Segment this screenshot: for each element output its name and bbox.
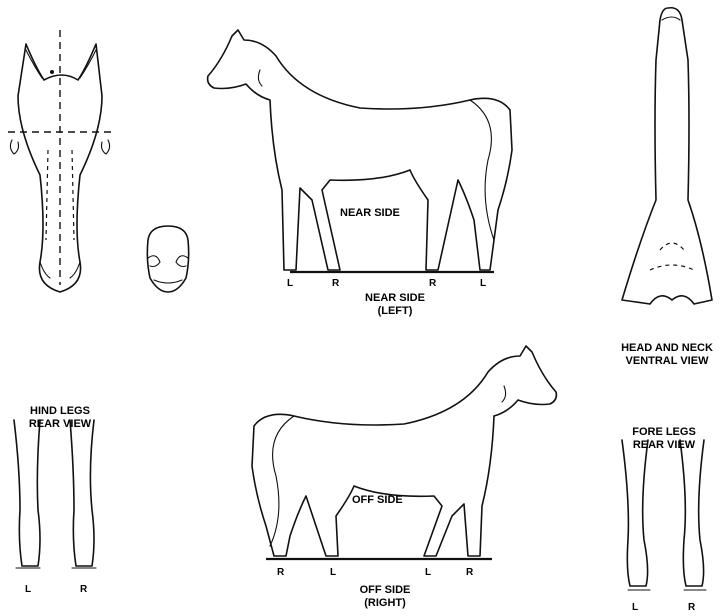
hind-legs-caption-line1: HIND LEGS xyxy=(10,405,110,418)
near-side-caption-line1: NEAR SIDE xyxy=(350,292,440,305)
hind-legs-rear-view xyxy=(14,420,96,568)
hind-legs-foot-left: L xyxy=(25,583,31,596)
near-side-foot-2: R xyxy=(332,277,339,290)
near-side-caption-line2: (LEFT) xyxy=(350,305,440,318)
fore-legs-foot-right: R xyxy=(688,601,695,614)
near-side-foot-1: L xyxy=(287,277,293,290)
off-side-foot-2: L xyxy=(330,566,336,579)
fore-legs-caption-line2: REAR VIEW xyxy=(614,439,714,452)
off-side-foot-4: R xyxy=(466,566,473,579)
off-side-body-label: OFF SIDE xyxy=(352,494,403,507)
muzzle-front-view xyxy=(147,226,188,292)
hind-legs-foot-right: R xyxy=(80,583,87,596)
near-side-foot-4: L xyxy=(480,277,486,290)
head-front-view xyxy=(8,30,112,292)
off-side-caption: OFF SIDE (RIGHT) xyxy=(340,584,430,610)
head-neck-caption-line1: HEAD AND NECK xyxy=(612,342,722,355)
near-side-body-label: NEAR SIDE xyxy=(340,207,400,220)
fore-legs-foot-left: L xyxy=(632,601,638,614)
head-neck-ventral-view xyxy=(622,8,712,304)
hind-legs-caption-line2: REAR VIEW xyxy=(10,418,110,431)
off-side-foot-3: L xyxy=(425,566,431,579)
head-neck-caption-line2: VENTRAL VIEW xyxy=(612,355,722,368)
near-side-horse xyxy=(208,30,512,272)
off-side-caption-line2: (RIGHT) xyxy=(340,597,430,610)
hind-legs-caption: HIND LEGS REAR VIEW xyxy=(10,405,110,431)
off-side-horse xyxy=(252,346,556,559)
near-side-foot-3: R xyxy=(429,277,436,290)
off-side-caption-line1: OFF SIDE xyxy=(340,584,430,597)
fore-legs-caption: FORE LEGS REAR VIEW xyxy=(614,426,714,452)
off-side-foot-1: R xyxy=(277,566,284,579)
fore-legs-rear-view xyxy=(622,440,706,590)
head-neck-caption: HEAD AND NECK VENTRAL VIEW xyxy=(612,342,722,368)
near-side-caption: NEAR SIDE (LEFT) xyxy=(350,292,440,318)
fore-legs-caption-line1: FORE LEGS xyxy=(614,426,714,439)
